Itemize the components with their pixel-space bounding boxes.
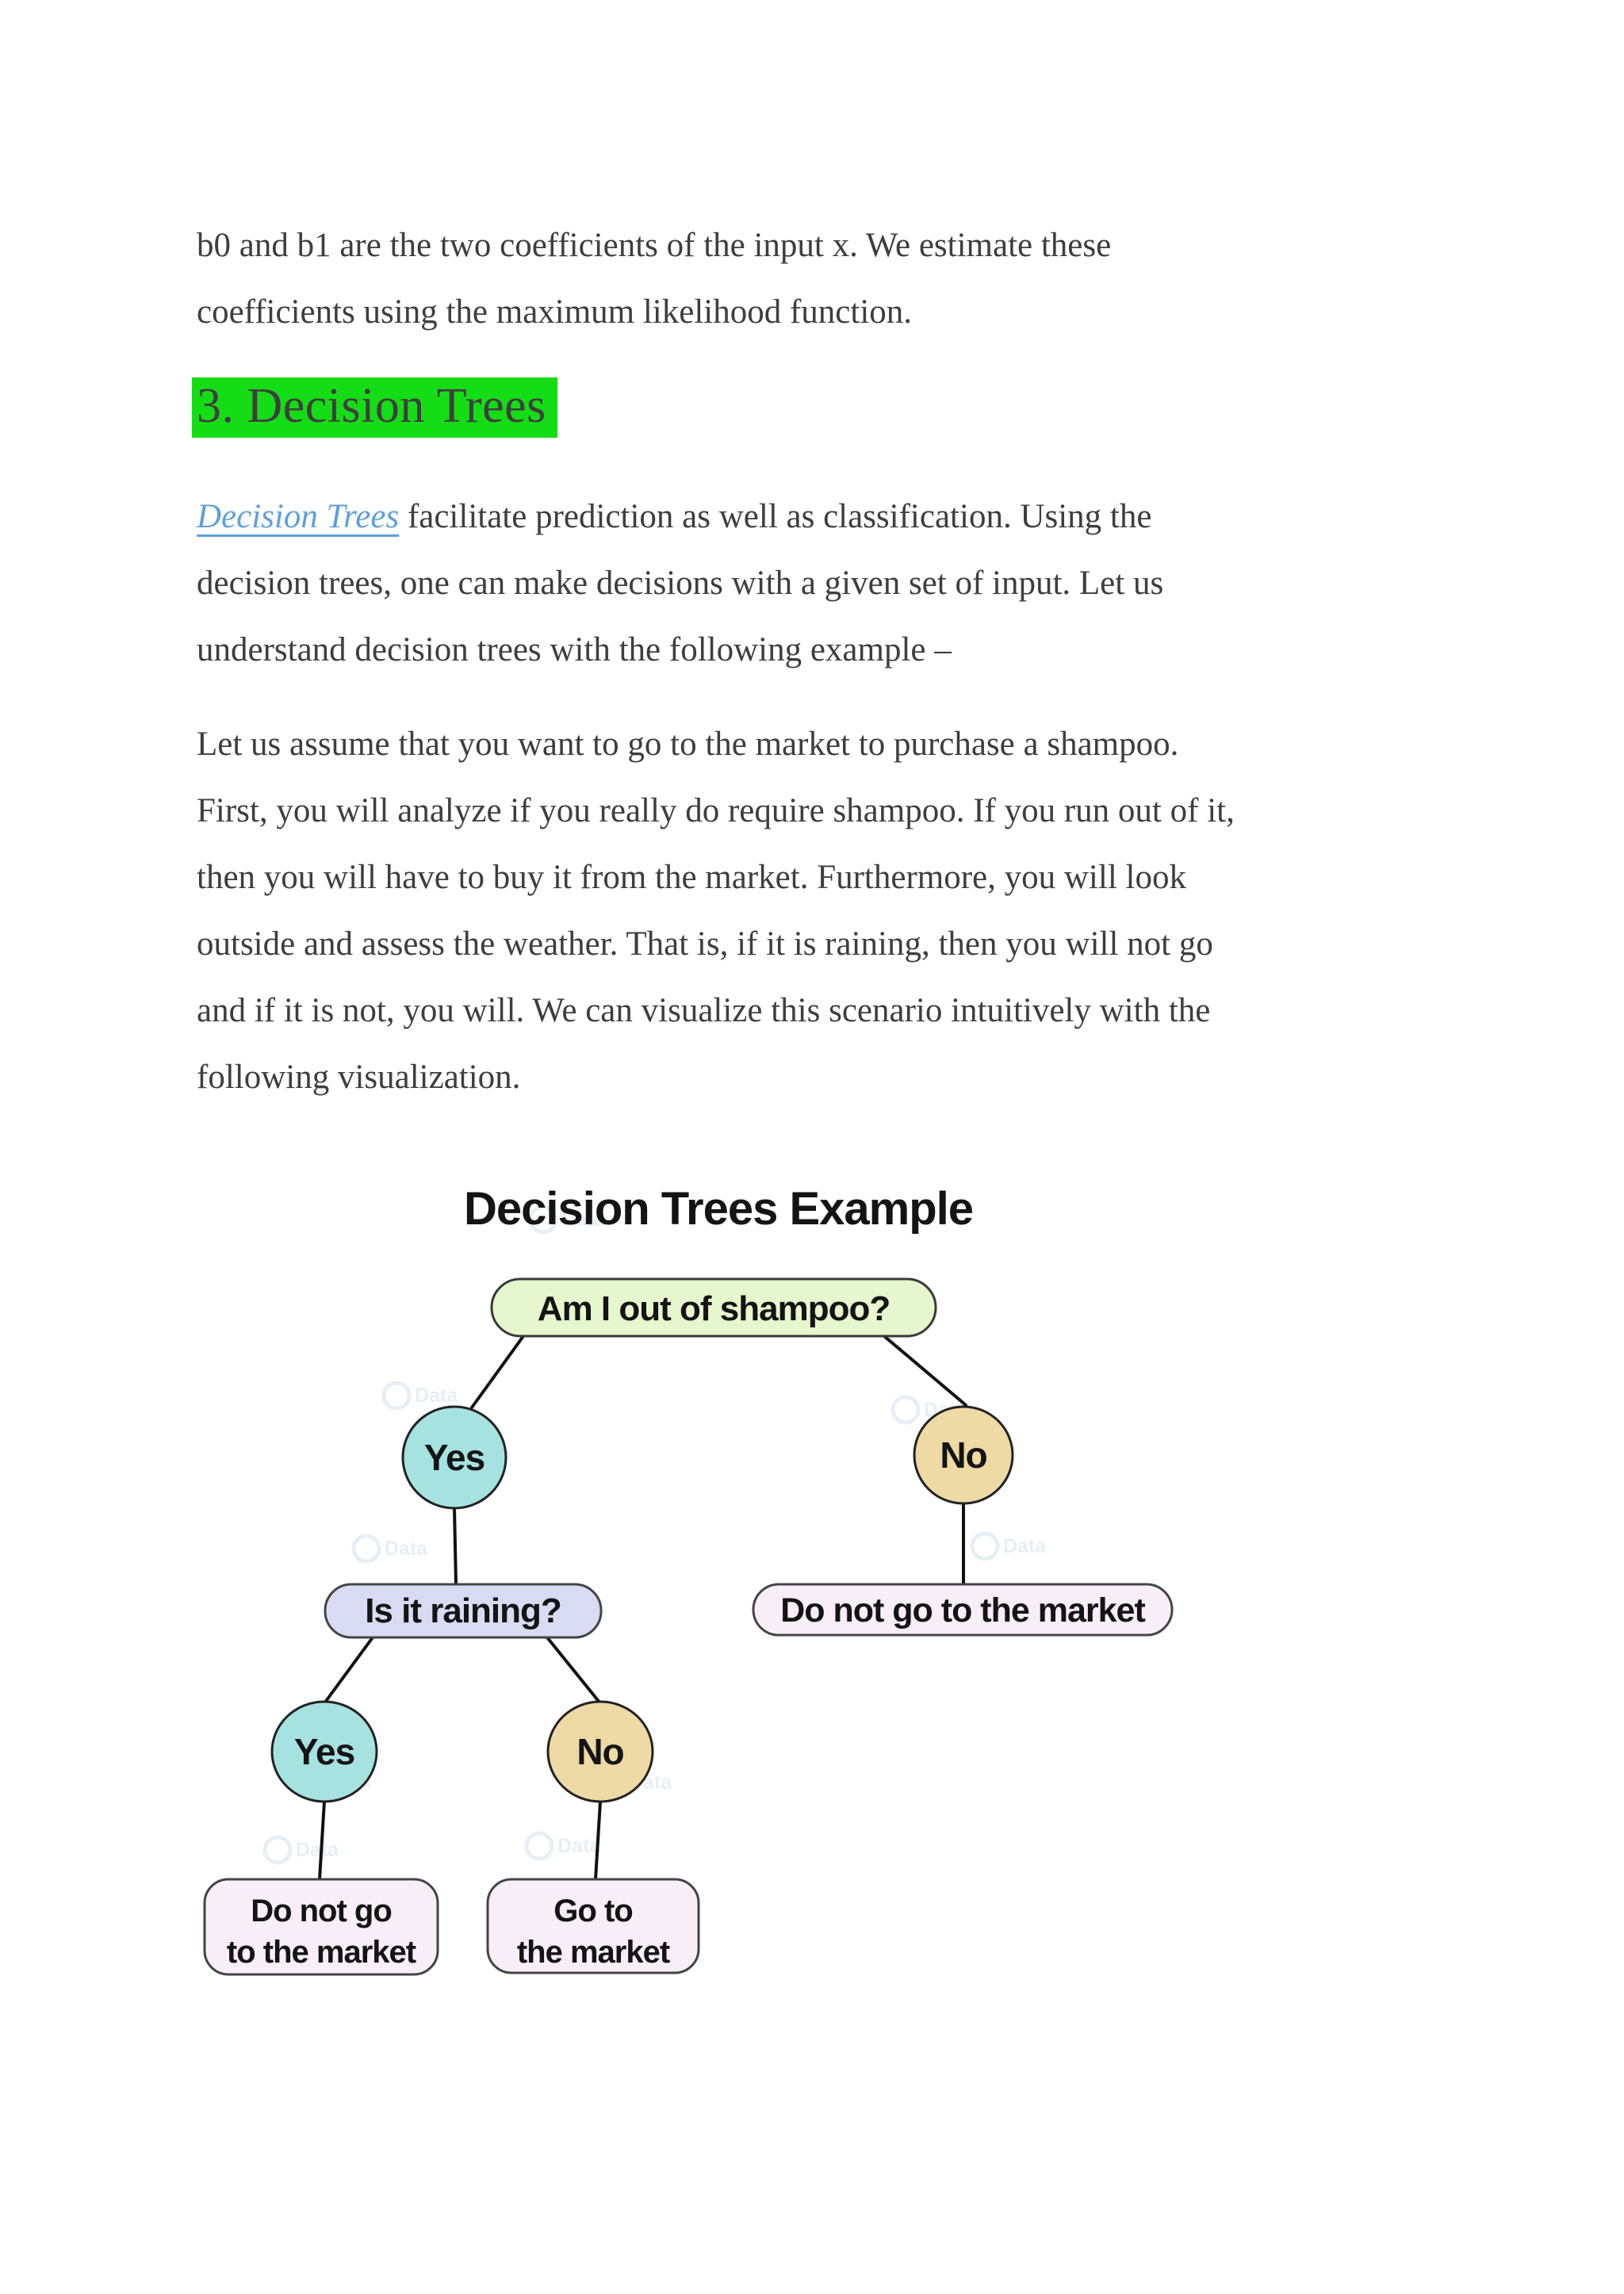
node-no-level1: No [913, 1405, 1014, 1505]
watermark: Data [262, 1835, 339, 1865]
paragraph-line: then you will have to buy it from the ma… [197, 859, 1186, 896]
edge-no2-go [594, 1800, 602, 1881]
paragraph-coefficients: b0 and b1 are the two coefficients of th… [197, 213, 1481, 346]
tree-edges [318, 1335, 967, 1881]
node-do-not-go-left-line1: Do not go [251, 1894, 392, 1928]
edge-root-yes1 [470, 1335, 525, 1409]
paragraph-line: First, you will analyze if you really do… [197, 792, 1235, 829]
svg-text:Data: Data [1003, 1535, 1047, 1557]
svg-text:Data: Data [385, 1538, 428, 1560]
watermark: Data [970, 1531, 1047, 1561]
node-go-line2: the market [517, 1935, 670, 1970]
decision-tree-diagram: Data Data Data Data Data Data Data Data [203, 1183, 1174, 1976]
heading-highlight: 3. Decision Trees [192, 377, 557, 438]
node-yes-level2: Yes [270, 1700, 378, 1803]
node-go-to-market: Go to the market [486, 1878, 700, 1974]
node-no-level2: No [546, 1700, 654, 1803]
node-do-not-go-left-line2: to the market [227, 1935, 416, 1970]
node-raining-question: Is it raining? [324, 1583, 603, 1639]
node-do-not-go-right-label: Do not go to the market [780, 1591, 1145, 1630]
node-yes-level1: Yes [401, 1405, 508, 1510]
edge-raining-yes2 [323, 1636, 374, 1705]
paragraph-line: Let us assume that you want to go to the… [197, 726, 1179, 763]
paragraph-line: coefficients using the maximum likelihoo… [197, 293, 913, 331]
node-yes2-label: Yes [294, 1731, 354, 1772]
paragraph-decision-trees-intro: Decision Trees facilitate prediction as … [197, 484, 1481, 684]
paragraph-line: Decision Trees facilitate prediction as … [197, 484, 1481, 550]
node-raining-label: Is it raining? [365, 1591, 561, 1630]
node-root-question: Am I out of shampoo? [490, 1277, 937, 1338]
node-yes1-label: Yes [424, 1437, 485, 1478]
svg-text:Data: Data [296, 1839, 339, 1861]
edge-root-no1 [883, 1335, 967, 1407]
paragraph-line: outside and assess the weather. That is,… [197, 925, 1213, 963]
watermark: Data [381, 1381, 458, 1411]
node-do-not-go-left: Do not go to the market [203, 1878, 439, 1976]
watermark: Data [351, 1534, 428, 1564]
edge-yes1-raining [453, 1507, 458, 1586]
paragraph-line: and if it is not, you will. We can visua… [197, 992, 1211, 1029]
decision-trees-link[interactable]: Decision Trees [197, 498, 400, 535]
paragraph-shampoo-example: Let us assume that you want to go to the… [197, 711, 1481, 1111]
edge-raining-no2 [546, 1636, 602, 1705]
edge-yes2-donotgo [318, 1800, 326, 1881]
svg-text:Data: Data [557, 1835, 601, 1857]
watermark: Data [528, 1204, 605, 1235]
paragraph-line: decision trees, one can make decisions w… [197, 565, 1164, 602]
svg-text:Data: Data [561, 1208, 605, 1231]
text-column: b0 and b1 are the two coefficients of th… [192, 213, 1481, 1111]
section-heading-decision-trees: 3. Decision Trees [192, 370, 1481, 442]
paragraph-line: b0 and b1 are the two coefficients of th… [197, 227, 1112, 264]
paragraph-line: following visualization. [197, 1059, 521, 1096]
paragraph-line: understand decision trees with the follo… [197, 631, 952, 668]
node-go-line1: Go to [553, 1894, 632, 1928]
svg-text:Data: Data [415, 1384, 458, 1407]
diagram-title: Decision Trees Example [464, 1183, 973, 1235]
node-no2-label: No [576, 1731, 623, 1772]
watermark: Data [524, 1831, 601, 1861]
node-no1-label: No [940, 1434, 986, 1476]
paragraph-line-rest: facilitate prediction as well as classif… [399, 498, 1152, 535]
node-root-label: Am I out of shampoo? [538, 1289, 890, 1328]
node-do-not-go-right: Do not go to the market [752, 1583, 1174, 1637]
